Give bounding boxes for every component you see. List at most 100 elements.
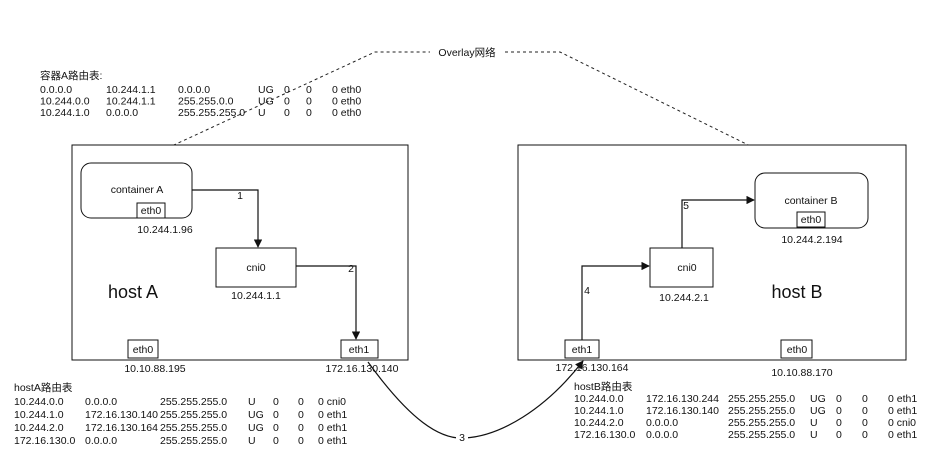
table-cell: 255.255.255.0 [178,107,245,119]
table-cell: 0.0.0.0 [85,396,117,408]
table-cell: 0 [306,107,312,119]
host-a-eth1-ip: 172.16.130.140 [326,363,399,375]
table-cell: 255.255.255.0 [728,429,795,441]
table-cell: 0 [284,84,290,96]
arrow-step-4 [581,261,650,340]
table-cell: 0 eth0 [332,96,361,108]
table-cell: 172.16.130.140 [85,409,158,421]
container-b-label: container B [784,195,837,207]
table-cell: U [248,396,256,408]
table-cell: 255.255.255.0 [728,405,795,417]
table-title: hostB路由表 [574,380,633,393]
table-cell: 255.255.0.0 [178,96,234,108]
table-cell: 0 eth1 [888,393,917,405]
table-cell: 255.255.255.0 [728,417,795,429]
host-b-eth0-label: eth0 [787,344,808,356]
host-a-cni0-ip: 10.244.1.1 [231,290,281,302]
host-b-eth0-ip: 10.10.88.170 [771,367,832,379]
table-cell: 0 eth1 [318,409,347,421]
table-cell: UG [258,96,274,108]
table-cell: 10.244.0.0 [14,396,64,408]
table-cell: 0.0.0.0 [106,107,138,119]
table-cell: 10.244.1.1 [106,96,156,108]
table-cell: 10.244.1.0 [40,107,90,119]
table-cell: 0 eth1 [888,429,917,441]
table-cell: 0 [298,409,304,421]
table-cell: 10.244.1.1 [106,84,156,96]
host-b-eth1-ip: 172.16.130.164 [556,362,629,374]
table-cell: 172.16.130.0 [14,435,75,447]
host-a-eth0-ip: 10.10.88.195 [124,363,185,375]
host-a-cni0-label: cni0 [246,262,265,274]
table-cell: 0 [273,422,279,434]
table-cell: U [810,429,818,441]
container-b [754,172,869,229]
arrow-step-1 [192,189,263,248]
host-b-label: host B [771,282,822,302]
table-cell: 0 eth0 [332,107,361,119]
step-5-label: 5 [683,200,689,212]
step-1-label: 1 [237,190,243,202]
table-cell: 0.0.0.0 [178,84,210,96]
table-cell: 10.244.0.0 [40,96,90,108]
step-3-label: 3 [459,432,465,444]
table-cell: 255.255.255.0 [728,393,795,405]
table-cell: 0 [862,393,868,405]
table-cell: 172.16.130.244 [646,393,719,405]
overlay-link [134,51,806,174]
table-cell: 10.244.2.0 [14,422,64,434]
table-cell: 0 eth1 [888,405,917,417]
table-cell: 0 [284,96,290,108]
host-a-eth0-label: eth0 [133,344,154,356]
table-title: hostA路由表 [14,381,73,394]
table-cell: 0 [306,84,312,96]
table-cell: 0 [862,405,868,417]
table-cell: 172.16.130.0 [574,429,635,441]
table-cell: 0.0.0.0 [646,417,678,429]
table-cell: U [248,435,256,447]
table-cell: 0 [273,396,279,408]
table-cell: UG [248,409,264,421]
arrow-step-2 [296,265,361,340]
host-b-cni0-label: cni0 [677,262,696,274]
host-a-eth1 [340,339,379,359]
table-cell: 0 [298,396,304,408]
container-a-ip: 10.244.1.96 [137,224,193,236]
host-a-cni0 [215,247,297,288]
arrow-step-3 [367,360,584,439]
host-b-cni0-ip: 10.244.2.1 [659,292,709,304]
table-cell: UG [810,405,826,417]
container-a-label: container A [111,184,164,196]
container-b-eth0-label: eth0 [801,214,822,226]
table-cell: 0 [862,429,868,441]
overlay-label: Overlay网络 [438,46,496,59]
table-cell: 0 [306,96,312,108]
container-b-eth0 [796,211,826,228]
table-cell: 0.0.0.0 [40,84,72,96]
table-cell: 255.255.255.0 [160,409,227,421]
table-cell: 0 [836,405,842,417]
table-cell: UG [258,84,274,96]
table-cell: 0 cni0 [318,396,346,408]
table-cell: 10.244.2.0 [574,417,624,429]
table-title: 容器A路由表: [40,69,102,82]
table-cell: 255.255.255.0 [160,396,227,408]
arrow-step-5 [681,195,755,248]
host-a-label: host A [108,282,158,302]
table-cell: 172.16.130.164 [85,422,158,434]
container-b-ip: 10.244.2.194 [781,234,842,246]
table-cell: 0 [836,417,842,429]
table-cell: UG [810,393,826,405]
table-cell: 10.244.1.0 [14,409,64,421]
table-cell: 0 [836,393,842,405]
table-cell: U [258,107,266,119]
table-cell: 255.255.255.0 [160,435,227,447]
table-cell: 0 [862,417,868,429]
table-cell: 0 eth1 [318,422,347,434]
table-cell: 255.255.255.0 [160,422,227,434]
table-cell: 0.0.0.0 [85,435,117,447]
table-cell: 0.0.0.0 [646,429,678,441]
